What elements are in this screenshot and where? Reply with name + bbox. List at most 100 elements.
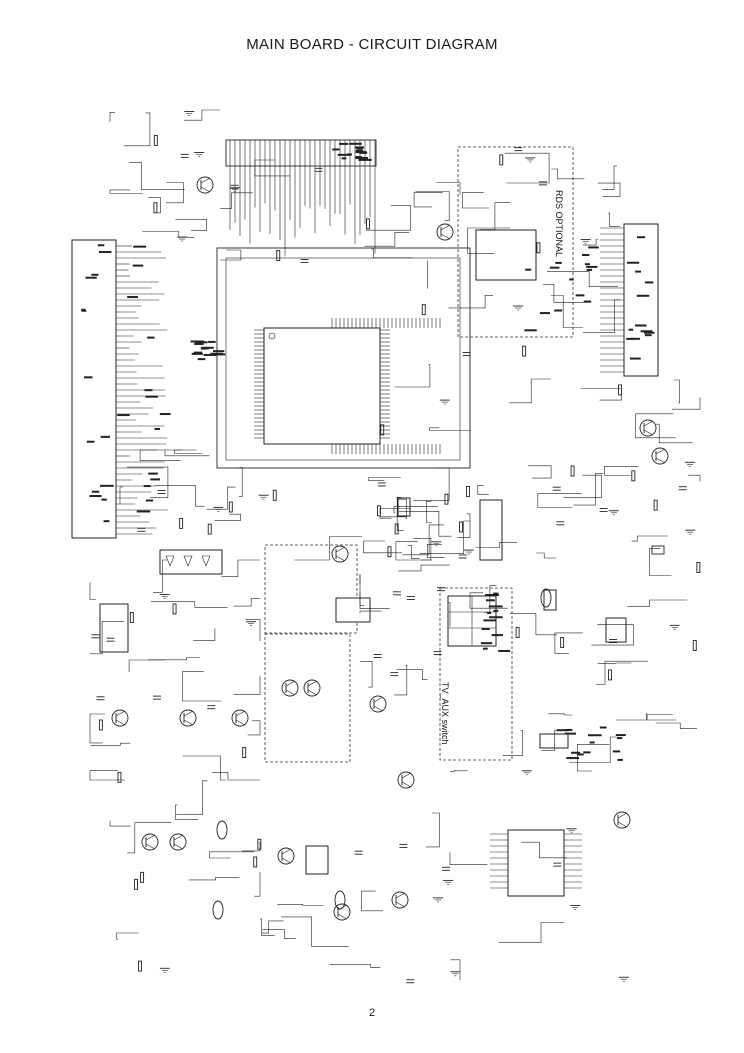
resistor-symbol: [692, 640, 697, 651]
tv-aux-switch-label: TV_AUX switch: [440, 682, 450, 745]
wire-trace: [646, 714, 677, 721]
transistor-symbol: [196, 176, 214, 194]
wire-trace: [371, 248, 413, 259]
pin-annotation-mark: [485, 593, 498, 596]
pin-annotation-mark: [556, 729, 569, 732]
pin-annotation-mark: [636, 236, 646, 239]
wire-trace: [247, 720, 261, 736]
triple-transistor-array: [159, 549, 223, 575]
wire-trace: [239, 467, 243, 498]
wire-trace: [447, 602, 451, 627]
pin-annotation-mark: [143, 485, 151, 488]
pin-annotation-mark: [583, 751, 591, 754]
pin-labels: [81, 142, 655, 761]
pin-annotation-mark: [86, 440, 95, 443]
pin-annotation-mark: [489, 616, 503, 619]
wire-trace: [429, 427, 471, 431]
wire-trace: [449, 852, 488, 866]
wire-trace: [547, 271, 618, 288]
wire-trace: [90, 742, 131, 746]
wire-trace: [397, 498, 407, 519]
pin-annotation-mark: [356, 147, 363, 150]
wire-trace: [448, 295, 493, 309]
pin-annotation-mark: [629, 357, 641, 360]
pin-annotation-mark: [566, 757, 580, 760]
wire-trace: [89, 582, 96, 600]
pin-annotation-mark: [565, 728, 573, 731]
wire-trace: [655, 722, 697, 730]
wire-trace: [368, 477, 401, 482]
wire-trace: [569, 736, 617, 763]
resistor-symbol: [522, 345, 527, 357]
wire-trace: [635, 413, 676, 439]
resistor-symbol: [365, 218, 370, 230]
pin-annotation-mark: [575, 294, 585, 297]
crystal-symbol: [212, 900, 224, 920]
resistor-symbol: [272, 489, 277, 501]
pin-annotation-mark: [85, 276, 97, 279]
pin-annotation-mark: [640, 330, 653, 333]
wire-trace: [469, 592, 508, 609]
wire-trace: [528, 465, 552, 479]
resistor-symbol: [515, 626, 520, 638]
transistor-collector: [395, 892, 406, 899]
pin-annotation-mark: [101, 498, 107, 501]
pin-annotation-mark: [569, 278, 574, 281]
wire-trace: [153, 559, 168, 593]
wire-trace: [260, 918, 275, 936]
wire-trace: [467, 227, 511, 254]
crystal-symbol: [540, 588, 552, 608]
wire-trace: [450, 959, 461, 980]
wire-trace: [209, 851, 254, 859]
wire-trace: [402, 524, 445, 556]
wire-trace: [396, 496, 404, 531]
wire-trace: [396, 669, 428, 681]
transistor-collector: [307, 680, 318, 687]
wire-trace: [673, 379, 680, 404]
resistor-symbol: [179, 517, 184, 529]
resistor-symbol: [631, 470, 636, 482]
wire-trace: [155, 485, 205, 507]
wire-trace: [142, 231, 195, 238]
wire-trace: [89, 770, 126, 781]
transistor-emitter: [335, 555, 346, 562]
transistor-symbol: [651, 447, 669, 465]
pin-annotation-mark: [525, 268, 532, 271]
pin-annotation-mark: [581, 253, 590, 256]
transistor-group-top: [111, 176, 669, 921]
pin-annotation-mark: [355, 149, 364, 152]
wire-trace: [175, 219, 207, 231]
pin-annotation-mark: [193, 351, 203, 354]
wire-trace: [554, 632, 583, 654]
pin-annotation-mark: [208, 340, 216, 343]
wire-trace: [687, 474, 701, 482]
wire-trace: [89, 713, 106, 744]
wire-trace: [109, 189, 143, 194]
wire-trace: [595, 660, 648, 685]
pin-annotation-mark: [615, 734, 626, 737]
transistor-collector: [200, 177, 211, 184]
pin-annotation-mark: [493, 593, 499, 596]
resistor-symbol: [387, 546, 392, 558]
wire-trace: [139, 449, 181, 461]
transistor-symbol: [111, 709, 129, 727]
resistor-symbol: [608, 669, 612, 681]
transistor-emitter: [617, 821, 628, 828]
pin-annotation-mark: [349, 142, 362, 145]
resistor-symbol: [257, 838, 262, 850]
transistor-emitter: [200, 186, 211, 193]
pin-annotation-mark: [133, 245, 147, 248]
wire-trace: [573, 473, 604, 506]
switch-symbol: [651, 545, 665, 555]
small-ic-c: [305, 845, 329, 875]
wire-trace: [261, 920, 284, 934]
transistor-collector: [281, 848, 292, 855]
resistor-symbol: [276, 250, 281, 261]
transistor-emitter: [183, 719, 194, 726]
wire-trace: [150, 601, 228, 608]
pin-annotation-mark: [554, 309, 563, 312]
wire-trace: [182, 755, 226, 781]
wire-trace: [394, 665, 408, 696]
transistor-emitter: [173, 843, 184, 850]
wire-trace: [119, 486, 124, 504]
